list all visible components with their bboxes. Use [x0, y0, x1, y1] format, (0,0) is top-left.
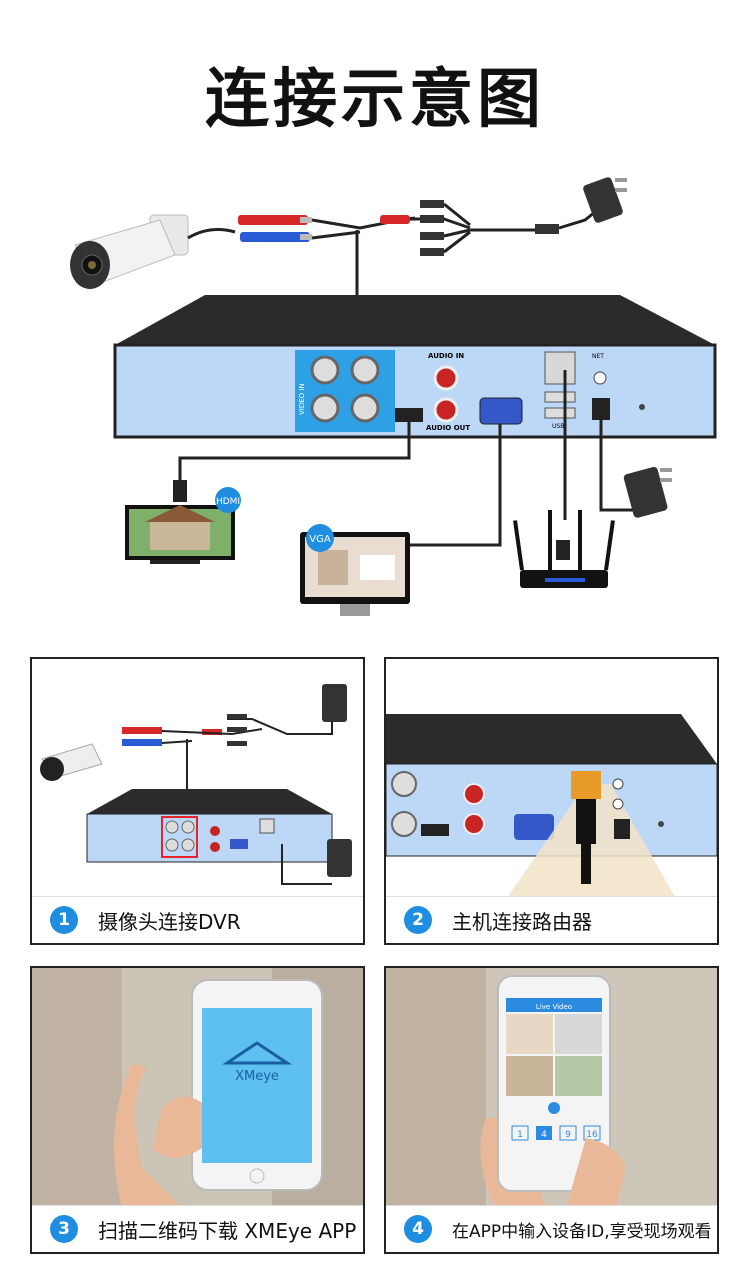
audio-out-label: AUDIO OUT: [426, 424, 470, 432]
grid-button-1: 1: [517, 1130, 523, 1140]
grid-layout-buttons: 1 4 9 16: [511, 1125, 601, 1141]
bullet-camera: [70, 214, 189, 289]
dvr-to-router-illustration: [386, 714, 717, 899]
connection-diagram: VIDEO IN AUDIO IN AUDIO OUT USB NET HDMI: [70, 177, 717, 616]
step-number-2: 2: [404, 906, 432, 934]
usb-label: USB: [552, 423, 564, 430]
grid-button-4: 4: [541, 1130, 547, 1140]
step-panel-2: 2 主机连接路由器: [384, 657, 719, 945]
step-text-4: 在APP中输入设备ID,享受现场观看: [452, 1221, 712, 1242]
power-adapter-right: [623, 466, 672, 518]
step-number-3: 3: [50, 1215, 78, 1243]
step-number-1: 1: [50, 906, 78, 934]
red-connector: [238, 215, 312, 225]
step-number-4: 4: [404, 1215, 432, 1243]
live-video-title: Live Video: [536, 1003, 572, 1011]
hdmi-badge: HDMI: [216, 497, 240, 507]
dvr-recorder: VIDEO IN AUDIO IN AUDIO OUT USB NET: [113, 295, 717, 439]
step-caption-2: 2 主机连接路由器: [386, 896, 717, 943]
step-panel-3: XMeye 3 扫描二维码下载 XMEye APP: [30, 966, 365, 1254]
wifi-router: [513, 510, 615, 588]
scan-qr-phone-photo: XMeye: [32, 968, 363, 1208]
step-caption-4: 4 在APP中输入设备ID,享受现场观看: [386, 1205, 717, 1252]
page-title: 连接示意图: [205, 63, 545, 137]
video-in-label: VIDEO IN: [298, 383, 306, 415]
step-caption-1: 1 摄像头连接DVR: [32, 896, 363, 943]
step-panel-4: Live Video 1 4 9 16 4 在APP中输入设备ID,享受现场观看: [384, 966, 719, 1254]
step-text-1: 摄像头连接DVR: [98, 909, 241, 934]
audio-in-label: AUDIO IN: [428, 352, 464, 360]
power-adapter-top: [583, 177, 627, 223]
vga-monitor: VGA: [300, 524, 410, 616]
grid-button-9: 9: [565, 1130, 571, 1140]
power-splitter: [410, 200, 601, 256]
live-video-phone-photo: Live Video 1 4 9 16: [386, 968, 717, 1208]
camera-to-dvr-illustration: [40, 684, 352, 885]
step-text-3: 扫描二维码下载 XMEye APP: [98, 1218, 357, 1243]
step-caption-3: 3 扫描二维码下载 XMEye APP: [32, 1205, 363, 1252]
step-panel-1: 1 摄像头连接DVR: [30, 657, 365, 945]
xmeye-app-name: XMeye: [235, 1069, 279, 1084]
hdmi-tv: HDMI: [125, 487, 241, 564]
vga-badge: VGA: [309, 534, 331, 545]
net-label: NET: [592, 353, 604, 360]
blue-connector: [240, 232, 312, 242]
step-text-2: 主机连接路由器: [452, 909, 592, 934]
grid-button-16: 16: [586, 1130, 598, 1140]
